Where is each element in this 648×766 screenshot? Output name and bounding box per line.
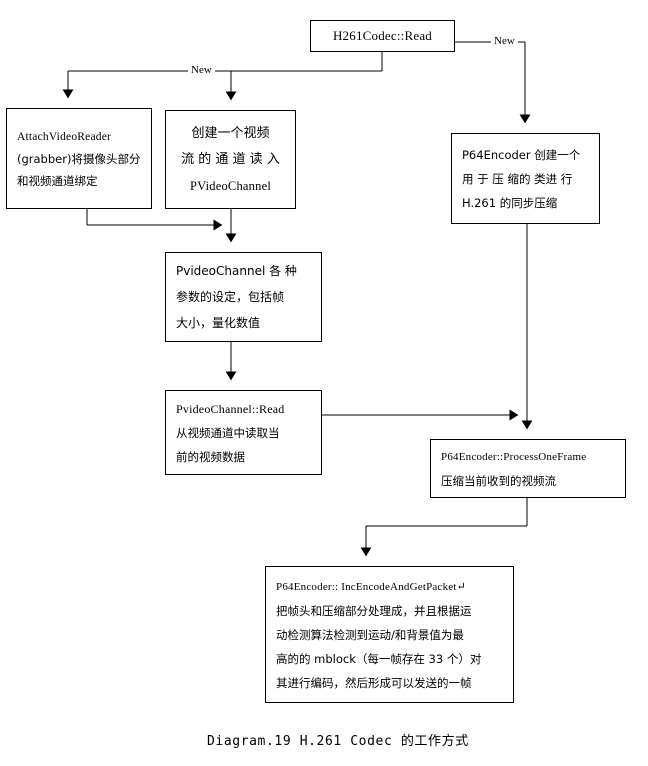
node-pvideochannel-read[interactable]: PvideoChannel::Read 从视频通道中读取当 前的视频数据 (165, 390, 322, 475)
node-line: 创建一个视频 (191, 125, 270, 141)
edge-label-new-right: New (491, 35, 518, 47)
node-line: (grabber)将摄像头部分 (17, 151, 141, 166)
node-process-one-frame[interactable]: P64Encoder::ProcessOneFrame 压缩当前收到的视频流 (430, 439, 626, 498)
node-line: H261Codec::Read (332, 28, 433, 43)
node-line: P64Encoder::ProcessOneFrame (441, 450, 587, 463)
node-line: 动检测算法检测到运动/和背景值为最 (276, 627, 464, 642)
node-line: PVideoChannel (189, 178, 271, 193)
node-line: 大小，量化数值 (176, 316, 261, 330)
node-line: H.261 的同步压缩 (462, 195, 558, 210)
node-line: PvideoChannel 各 种 (176, 264, 297, 278)
node-p64encoder-create[interactable]: P64Encoder 创建一个 用 于 压 缩的 类进 行 H.261 的同步压… (451, 133, 600, 224)
node-line: PvideoChannel::Read (176, 401, 285, 416)
node-line: AttachVideoReader (17, 130, 112, 143)
node-line: P64Encoder:: IncEncodeAndGetPacket↵ (276, 580, 467, 593)
node-inc-encode-and-get-packet[interactable]: P64Encoder:: IncEncodeAndGetPacket↵ 把帧头和… (265, 566, 514, 703)
edge-label-new-left: New (188, 64, 215, 76)
node-line: 高的的 mblock（每一帧存在 33 个）对 (276, 651, 482, 666)
diagram-caption: Diagram.19 H.261 Codec 的工作方式 (207, 734, 469, 749)
node-line: 和视频通道绑定 (17, 173, 98, 188)
node-line: 用 于 压 缩的 类进 行 (462, 171, 573, 186)
node-line: 前的视频数据 (176, 449, 245, 464)
node-line: 其进行编码，然后形成可以发送的一帧 (276, 675, 472, 690)
node-line: 流 的 通 道 读 入 (181, 151, 280, 167)
node-line: 参数的设定，包括帧 (176, 290, 285, 304)
node-h261codec-read[interactable]: H261Codec::Read (310, 20, 455, 52)
node-line: 把帧头和压缩部分处理成，并且根据运 (276, 603, 472, 618)
node-line: P64Encoder 创建一个 (462, 147, 581, 162)
node-line: 从视频通道中读取当 (176, 425, 280, 440)
node-pvideochannel-params[interactable]: PvideoChannel 各 种 参数的设定，包括帧 大小，量化数值 (165, 252, 322, 342)
node-attach-video-reader[interactable]: AttachVideoReader (grabber)将摄像头部分 和视频通道绑… (6, 108, 152, 209)
node-line: 压缩当前收到的视频流 (441, 473, 556, 488)
node-create-video-stream[interactable]: 创建一个视频 流 的 通 道 读 入 PVideoChannel (165, 110, 296, 209)
